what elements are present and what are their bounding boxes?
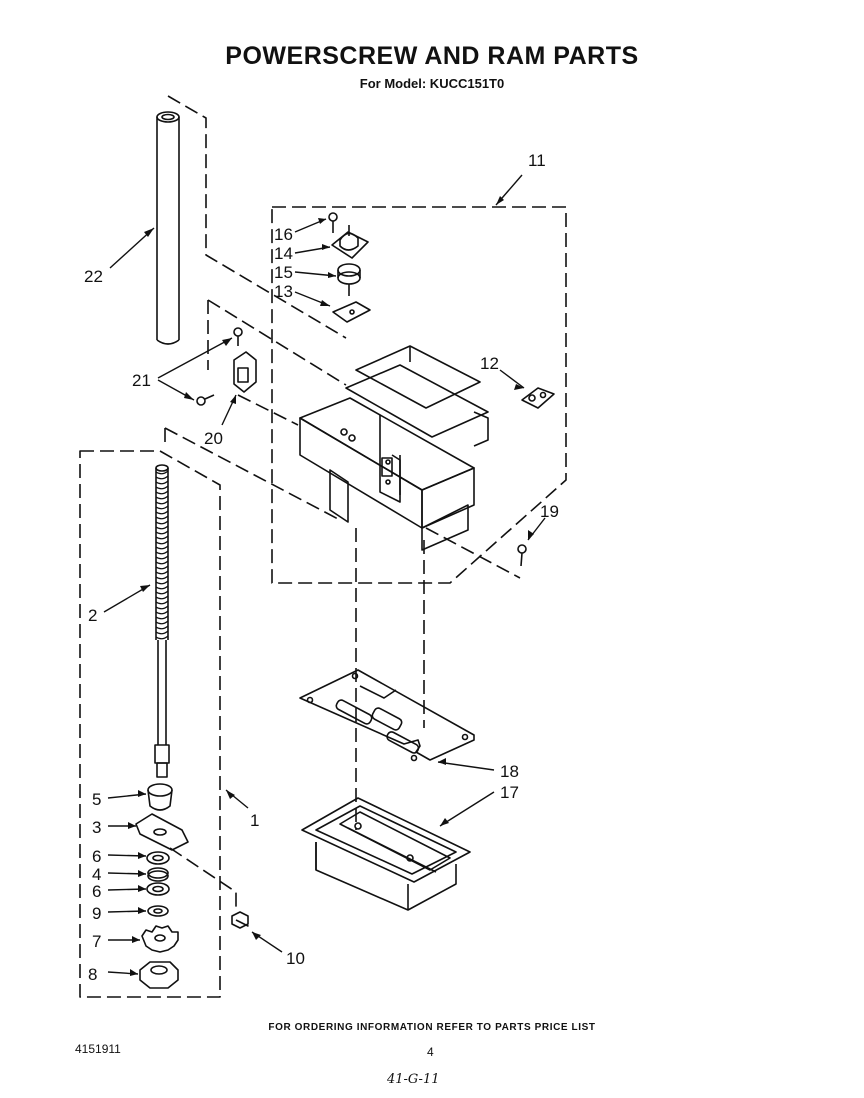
part-12-bracket [521,387,555,409]
part-3-plate [135,813,189,851]
handwritten-note: 41-G-11 [387,1072,440,1087]
page-title: POWERSCREW AND RAM PARTS [225,42,639,70]
callout-6-upper: 6 [92,847,101,866]
document-number: 4151911 [75,1042,121,1056]
part-14-cap [331,225,369,259]
callout-6-lower: 6 [92,882,101,901]
ordering-note: FOR ORDERING INFORMATION REFER TO PARTS … [268,1022,596,1033]
callout-21: 21 [132,371,151,390]
part-19-screw [517,544,527,567]
callout-14: 14 [274,244,293,263]
guide-lines [164,95,521,928]
callout-20: 20 [204,429,223,448]
callout-7: 7 [92,932,101,951]
callout-11: 11 [528,151,546,170]
part-13-plate [332,301,371,323]
part-16-screw [328,212,338,233]
callout-19: 19 [540,502,559,521]
part-6-washer-lower [146,882,170,896]
callout-15: 15 [274,263,293,282]
part-22-tube [156,111,180,345]
callout-12: 12 [480,354,499,373]
part-8-nut [139,961,179,989]
callout-9: 9 [92,904,101,923]
part-18-gasket [299,669,475,762]
callout-labels: 11 22 16 14 15 13 12 19 21 20 2 1 5 3 6 … [84,151,559,984]
leader-arrowheads [128,196,534,976]
model-subtitle: For Model: KUCC151T0 [359,76,505,91]
callout-13: 13 [274,282,293,301]
callout-18: 18 [500,762,519,781]
part-17-pan [301,797,471,911]
part-15-gear [337,263,361,296]
callout-4: 4 [92,865,101,884]
callout-3: 3 [92,818,101,837]
part-6-washer-upper [146,851,170,865]
callout-2: 2 [88,606,97,625]
callout-16: 16 [274,225,293,244]
assembly-box-11 [271,206,567,584]
part-21-screws [196,327,243,406]
leader-lines [103,174,546,975]
page-number: 4 [427,1045,434,1059]
callout-1: 1 [250,811,259,830]
callout-17: 17 [500,783,519,802]
part-4-spring [147,867,169,882]
callout-8: 8 [88,965,97,984]
part-9-washer [147,905,169,917]
callout-5: 5 [92,790,101,809]
part-5-bearing [147,783,173,811]
part-20-clip [233,351,257,393]
part-11-powerscrew-housing [299,345,489,551]
part-7-sprocket [141,925,179,953]
part-10-bolt [231,911,249,929]
assembly-box-1 [79,450,221,998]
part-2-powerscrew [154,464,170,778]
callout-22: 22 [84,267,103,286]
callout-10: 10 [286,949,305,968]
